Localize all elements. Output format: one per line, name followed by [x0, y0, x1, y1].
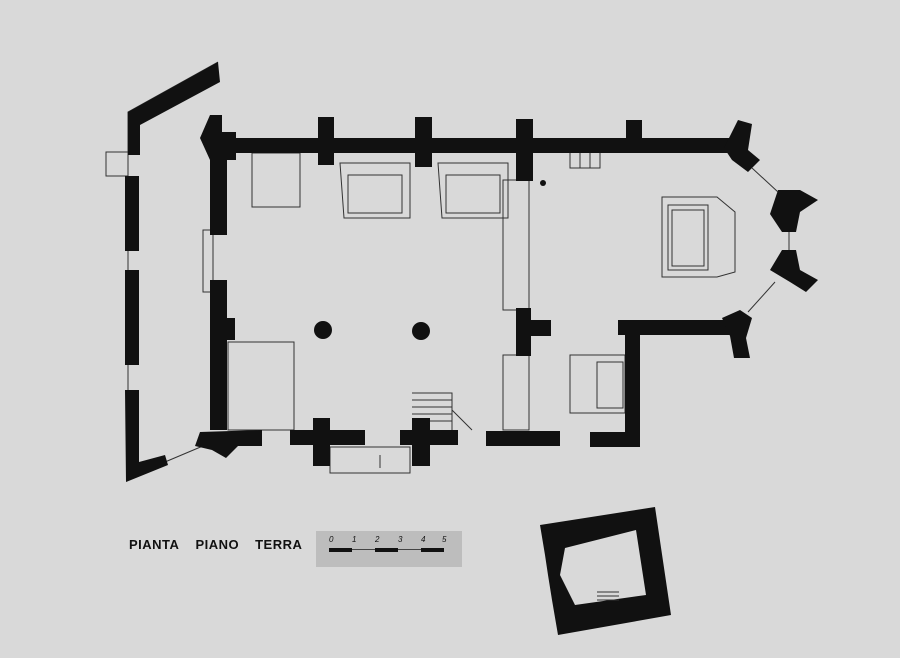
wall-presbytery-bottom — [618, 320, 740, 335]
nave-wall-bottom-3 — [486, 431, 560, 446]
screen-lower — [502, 354, 530, 431]
enclosure-wall-left-mid — [125, 270, 139, 365]
scale-bar: 0 1 2 3 4 5 — [316, 531, 462, 567]
enclosure-wall-top — [128, 62, 220, 155]
apse-pier-1 — [724, 120, 760, 172]
apse-window-1 — [751, 167, 779, 193]
main-altar — [661, 196, 736, 278]
pier-top-3 — [516, 119, 533, 181]
chapel-left-top — [251, 152, 301, 208]
pier-top-2 — [415, 117, 432, 167]
small-stairs — [569, 153, 601, 169]
scale-label: 2 — [375, 535, 380, 544]
nave-wall-left-lower — [210, 280, 227, 430]
scale-label: 4 — [421, 535, 426, 544]
nave-wall-top — [210, 138, 740, 153]
screen-upper — [502, 179, 530, 311]
pier-bottom-1 — [313, 418, 330, 466]
entrance-porch — [329, 446, 411, 474]
scale-segment — [421, 548, 444, 552]
side-door — [105, 151, 129, 177]
wall-right-step — [625, 320, 640, 447]
apse-pier-3 — [770, 250, 818, 292]
enclosure-wall-left-upper — [125, 176, 139, 251]
pier-top-1 — [318, 117, 334, 165]
title-word: PIANTA — [129, 537, 180, 552]
scale-label: 5 — [442, 535, 447, 544]
enclosure-outline — [127, 61, 219, 481]
nave-wall-left-upper — [210, 150, 227, 235]
pier-bottom-2 — [412, 418, 430, 466]
pier-top-4 — [626, 120, 642, 142]
detached-tower — [540, 507, 671, 635]
chapel-left-bottom — [227, 341, 295, 431]
tower-stairs — [597, 591, 619, 601]
apse-window-3 — [747, 281, 776, 313]
pier-middle-arm — [516, 320, 551, 336]
apse-pier-2 — [770, 190, 818, 232]
plan-title: PIANTA PIANO TERRA — [129, 537, 302, 552]
title-word: PIANO — [195, 537, 240, 552]
apse-pier-4 — [722, 310, 752, 358]
title-word: TERRA — [255, 537, 303, 552]
pilaster-left — [225, 318, 235, 340]
enclosure-wall-left-lower — [125, 390, 168, 482]
scale-segment — [375, 548, 398, 552]
stairs — [412, 392, 473, 431]
scale-label: 3 — [398, 535, 403, 544]
altar-chapel-1 — [339, 162, 411, 219]
scale-label: 1 — [352, 535, 357, 544]
side-altar-inner — [596, 361, 624, 409]
font — [540, 180, 546, 186]
corner-pier-nw — [200, 115, 236, 160]
scale-label: 0 — [329, 535, 334, 544]
column-2 — [412, 322, 430, 340]
column-1 — [314, 321, 332, 339]
altar-chapel-2 — [437, 162, 509, 219]
scale-segment — [329, 548, 352, 552]
corner-pier-sw — [195, 430, 262, 458]
lateral-door — [202, 229, 214, 293]
